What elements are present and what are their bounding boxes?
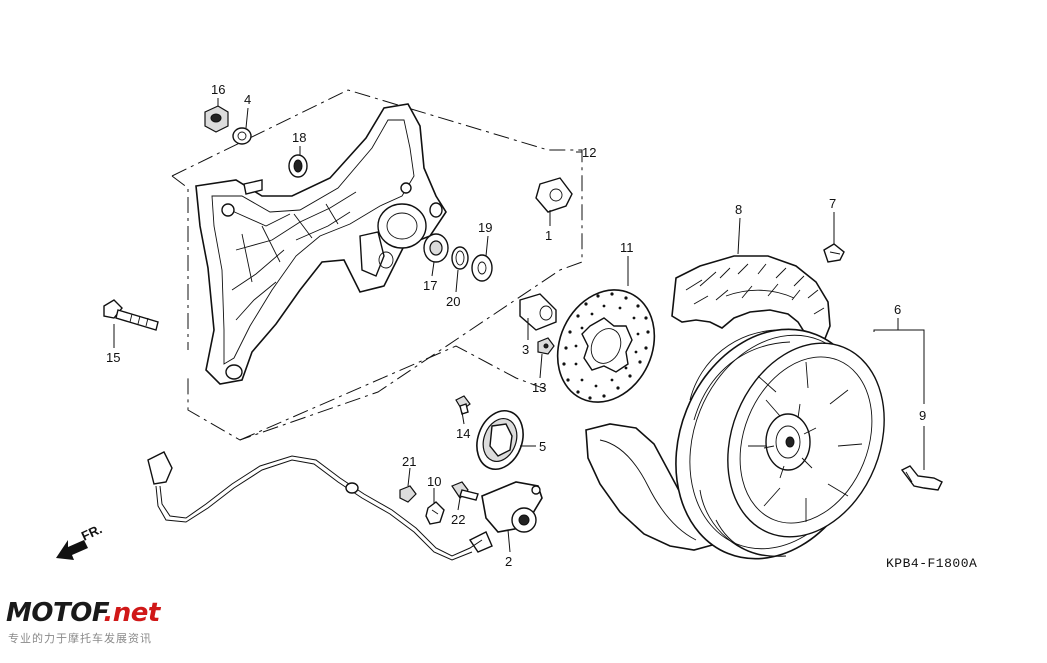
part-22-bolt	[451, 481, 479, 501]
part-13-bolt	[537, 337, 555, 355]
part-14-bolt	[455, 395, 471, 415]
sensor-cable	[147, 451, 483, 561]
callout-21: 21	[402, 454, 416, 469]
callout-19: 19	[478, 220, 492, 235]
part-17-bearing	[423, 233, 449, 263]
part-9-valve-stem	[900, 465, 943, 491]
disc-vent-holes	[562, 292, 650, 400]
watermark-brand: MOTOF.net	[6, 598, 160, 628]
callout-6: 6	[894, 302, 901, 317]
part-15-bolt	[103, 299, 159, 331]
drawing-code: KPB4-F1800A	[886, 556, 978, 571]
callout-22: 22	[451, 512, 465, 527]
callout-18: 18	[292, 130, 306, 145]
swing-arm	[195, 103, 447, 385]
callout-10: 10	[427, 474, 441, 489]
callout-9: 9	[919, 408, 926, 423]
part-20-circlip	[451, 246, 469, 270]
part-11-brake-disc	[556, 289, 656, 403]
part-19-washer	[471, 254, 493, 282]
callout-14: 14	[456, 426, 470, 441]
callout-13: 13	[532, 380, 546, 395]
callout-labels: 16 4 18 12 1 19 17 20 15 3 13 11 14 5 21…	[106, 82, 926, 569]
callout-17: 17	[423, 278, 437, 293]
callout-5: 5	[539, 439, 546, 454]
part-6-rear-wheel	[675, 328, 885, 560]
callout-8: 8	[735, 202, 742, 217]
watermark-tagline: 专业的力于摩托车发展资讯	[8, 632, 152, 645]
watermark-brand-dot: .net	[103, 598, 160, 628]
part-21-bolt	[399, 485, 417, 503]
callout-12: 12	[582, 145, 596, 160]
part-18-seal	[288, 154, 308, 178]
callout-2: 2	[505, 554, 512, 569]
part-4-collar	[232, 127, 252, 145]
callout-20: 20	[446, 294, 460, 309]
leader-lines	[113, 98, 925, 553]
callout-4: 4	[244, 92, 251, 107]
front-arrow-label: FR.	[79, 521, 104, 543]
part-7-balance-weight	[823, 243, 845, 263]
part-1-bushing	[535, 177, 573, 213]
callout-3: 3	[522, 342, 529, 357]
callout-7: 7	[829, 196, 836, 211]
callout-11: 11	[620, 240, 634, 255]
motof-watermark-logo: MOTOF.net 专业的力于摩托车发展资讯	[6, 598, 186, 650]
part-10-clip	[425, 501, 445, 525]
watermark-brand-main: MOTOF	[6, 598, 104, 628]
assembly-boundary	[171, 89, 583, 441]
callout-15: 15	[106, 350, 120, 365]
callout-16: 16	[211, 82, 225, 97]
part-5-pulser-ring	[476, 410, 524, 470]
part-2-speed-sensor	[468, 481, 543, 553]
part-3-collar	[519, 293, 557, 331]
front-direction-arrow: FR.	[56, 521, 104, 560]
callout-1: 1	[545, 228, 552, 243]
part-16-nut	[204, 105, 229, 133]
